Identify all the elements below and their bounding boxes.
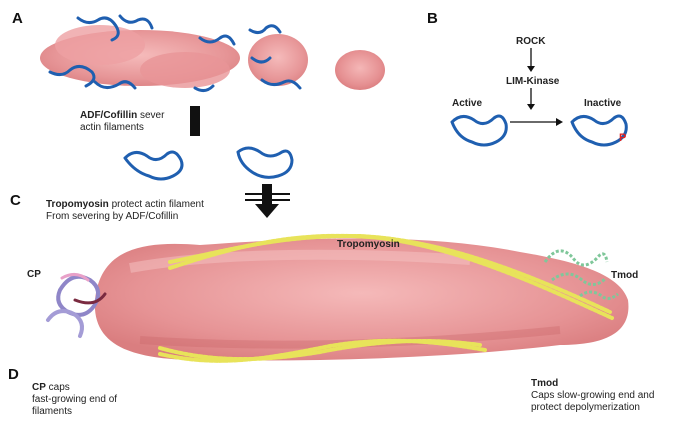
blocked-arrow-icon (245, 184, 290, 218)
panel-a-actin-cofilin-complex (40, 14, 240, 93)
panel-c-caption-rest: protect actin filament (108, 199, 204, 210)
cp-caption: CP caps fast-growing end of filaments (32, 382, 172, 418)
cp-caption-bold: CP (32, 382, 46, 393)
inactive-label: Inactive (584, 98, 622, 109)
panel-letter-d: D (8, 366, 19, 383)
limk-arrowhead-icon (527, 104, 535, 110)
tropomyosin-strands (158, 233, 614, 363)
panel-a-caption-rest: sever (137, 110, 165, 121)
panel-a-caption-line2: actin filaments (80, 122, 144, 133)
panel-a-small-fragment (335, 50, 385, 90)
cofilin-monomer-left (123, 150, 184, 181)
cofilin-monomer-right (236, 146, 294, 179)
tmod-caption-bold: Tmod (531, 378, 559, 389)
cp-caption-line2: fast-growing end of (32, 394, 118, 405)
panel-c-caption: Tropomyosin protect actin filament From … (46, 199, 246, 223)
panel-letter-a: A (12, 10, 23, 27)
panel-a-fragment (248, 24, 308, 90)
panel-letter-c: C (10, 192, 21, 209)
tmod-caption: Tmod Caps slow-growing end and protect d… (531, 378, 681, 414)
cp-label: CP (27, 269, 41, 280)
panel-a-caption-bold: ADF/Cofillin (80, 110, 138, 121)
rock-arrowhead-icon (527, 66, 535, 72)
sever-bar-icon (190, 106, 200, 136)
active-to-inactive-arrowhead-icon (556, 118, 563, 126)
phosphate-label: P (619, 132, 627, 144)
rock-label: ROCK (516, 36, 546, 47)
lim-kinase-label: LIM-Kinase (506, 76, 560, 87)
panel-a-caption: ADF/Cofillin sever actin filaments (80, 110, 210, 134)
cofilin-inactive (570, 114, 628, 147)
tmod-caption-line3: protect depolymerization (531, 402, 640, 413)
panel-c-caption-line2: From severing by ADF/Cofillin (46, 211, 179, 222)
panel-c-caption-bold: Tropomyosin (46, 199, 109, 210)
tmod-label: Tmod (611, 270, 639, 281)
tmod-caption-line2: Caps slow-growing end and (531, 390, 655, 401)
cp-caption-line3: filaments (32, 406, 73, 417)
active-label: Active (452, 98, 483, 109)
tropomodulin (543, 249, 619, 301)
panel-letter-b: B (427, 10, 438, 27)
cofilin-active (450, 114, 508, 147)
capping-protein (46, 273, 107, 338)
tropomyosin-label: Tropomyosin (337, 239, 400, 250)
cp-caption-rest: caps (45, 382, 70, 393)
